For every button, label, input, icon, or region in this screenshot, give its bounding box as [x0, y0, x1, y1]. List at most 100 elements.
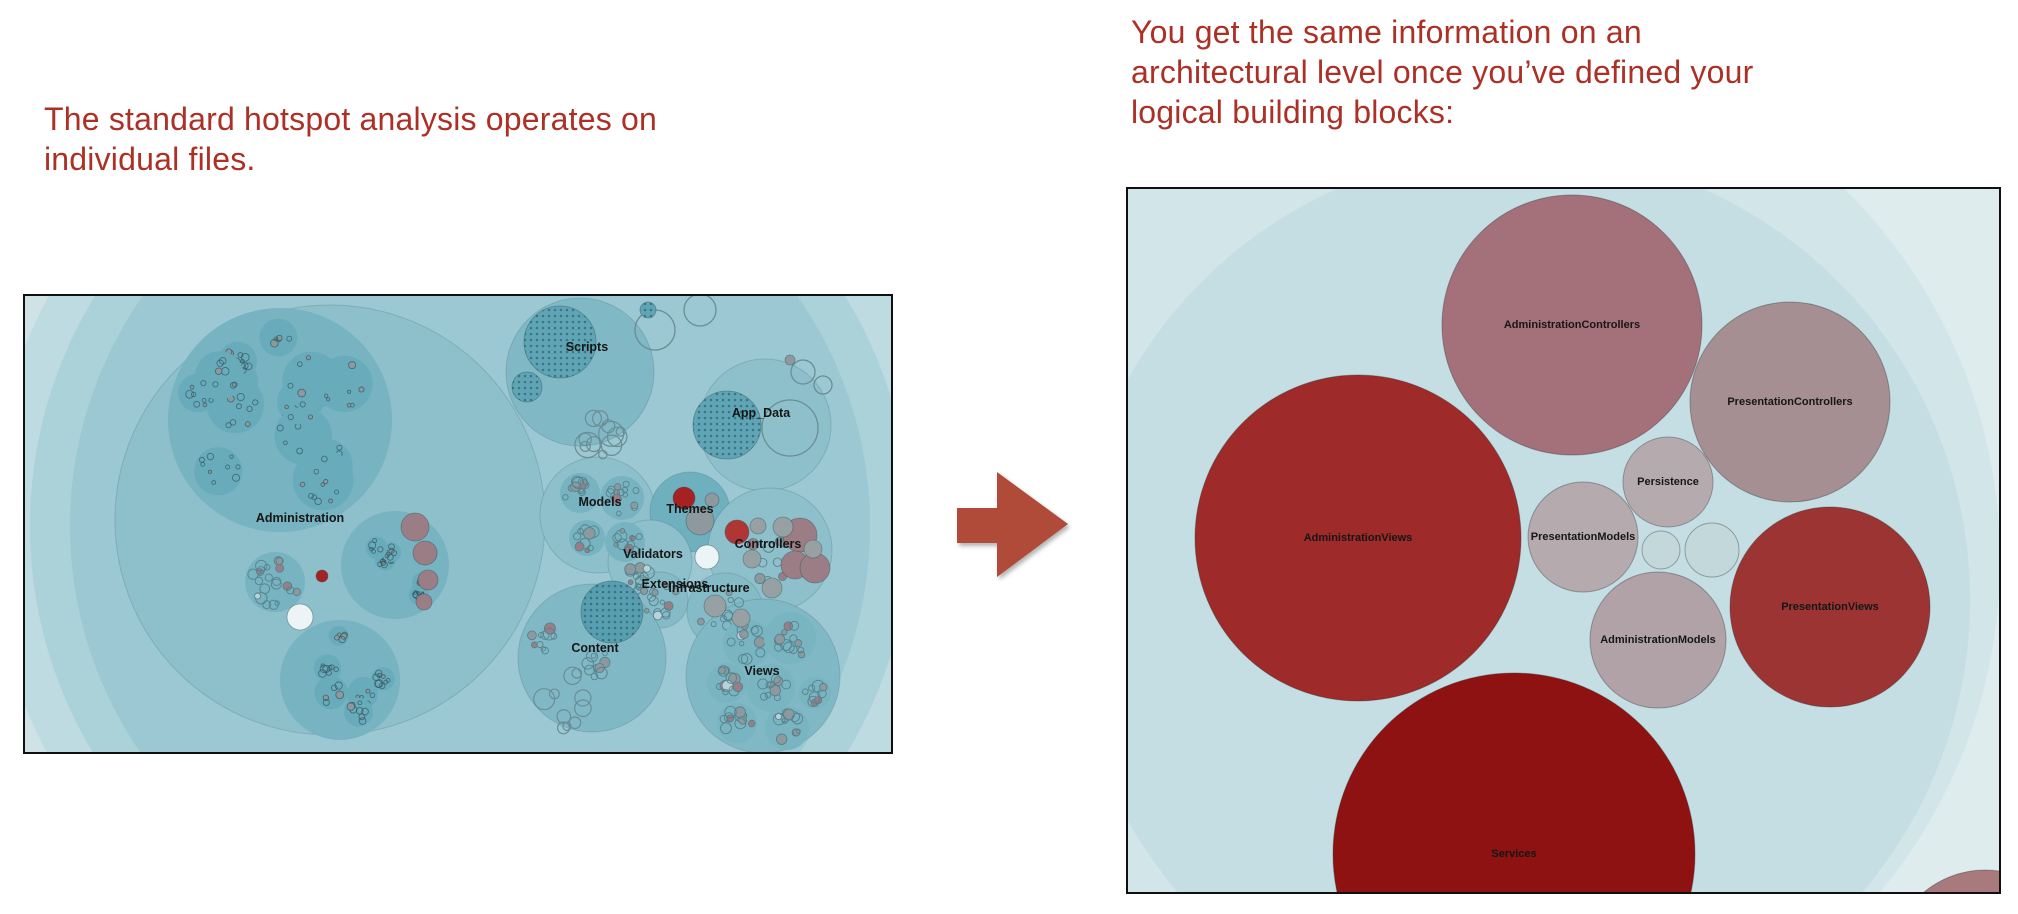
- file-circle: [742, 549, 762, 569]
- file-circle: [297, 361, 303, 367]
- left-heading-line-1: The standard hotspot analysis operates o…: [44, 101, 658, 137]
- file-circle: [297, 388, 307, 398]
- file-circle: [533, 688, 556, 711]
- file-circle: [774, 633, 786, 645]
- dotted-overlay: [693, 391, 761, 459]
- file-circle: [232, 473, 241, 482]
- transform-arrow-icon: [957, 472, 1068, 577]
- file-circle: [207, 469, 213, 474]
- file-circle: [236, 392, 245, 402]
- file-circle: [738, 640, 745, 647]
- cluster-circle: [723, 619, 771, 667]
- file-circle: [578, 432, 592, 447]
- file-circle: [694, 544, 720, 570]
- file-circle: [321, 455, 328, 463]
- file-circle: [740, 653, 753, 665]
- file-circle: [791, 712, 804, 725]
- file-circle: [390, 549, 398, 557]
- file-circle: [365, 688, 371, 694]
- file-circle: [412, 590, 418, 595]
- file-circle: [590, 672, 599, 681]
- file-circle: [591, 410, 609, 427]
- file-circle: [574, 431, 601, 459]
- file-circle: [412, 540, 438, 566]
- file-circle: [784, 354, 796, 366]
- file-circle: [755, 647, 766, 658]
- file-circle: [246, 405, 253, 413]
- file-circle: [611, 493, 622, 505]
- file-circle: [371, 548, 376, 554]
- file-circle: [335, 690, 345, 700]
- file-circle: [556, 721, 571, 735]
- file-circle: [747, 538, 760, 551]
- group-label: Content: [571, 641, 619, 655]
- file-circle: [358, 717, 367, 725]
- file-circle: [388, 543, 395, 551]
- file-circle: [616, 510, 622, 517]
- module-label: Services: [1491, 848, 1536, 860]
- file-circle: [717, 666, 726, 675]
- file-circle: [355, 707, 364, 715]
- file-circle: [377, 546, 384, 553]
- file-circle: [703, 594, 727, 618]
- file-circle: [614, 483, 622, 491]
- file-circle: [189, 384, 195, 390]
- file-circle: [372, 538, 378, 544]
- file-circle: [263, 563, 271, 571]
- hotspot-circle: [315, 569, 329, 583]
- file-circle: [732, 681, 744, 693]
- file-circle: [229, 419, 237, 426]
- file-circle: [328, 498, 334, 504]
- file-circle: [760, 692, 768, 701]
- group-label: Controllers: [735, 537, 802, 551]
- file-circle: [586, 650, 598, 663]
- file-circle: [185, 389, 194, 399]
- file-circle: [320, 482, 326, 487]
- file-circle: [333, 666, 339, 672]
- file-circle: [775, 733, 788, 745]
- file-circle: [778, 571, 788, 582]
- file-circle: [214, 367, 223, 375]
- file-circle: [739, 629, 749, 639]
- file-circle: [643, 607, 650, 614]
- file-circle: [252, 399, 259, 406]
- file-circle: [632, 573, 640, 580]
- file-circle: [313, 468, 320, 475]
- file-circle: [307, 414, 314, 420]
- module-label: AdministrationControllers: [1504, 319, 1640, 331]
- file-circle: [543, 627, 556, 641]
- module-circle-AdministrationControllers: [1441, 194, 1703, 456]
- file-circle: [789, 620, 800, 631]
- file-circle: [276, 424, 284, 432]
- file-circle: [323, 393, 329, 399]
- file-circle: [322, 664, 331, 673]
- file-circle: [346, 702, 356, 711]
- file-circle: [648, 596, 659, 607]
- file-circle: [530, 641, 538, 649]
- dotted-overlay: [581, 581, 643, 643]
- file-circle: [282, 581, 293, 591]
- file-circle: [775, 712, 783, 721]
- module-circle-PresentationControllers: [1689, 301, 1891, 503]
- file-circle: [386, 553, 394, 561]
- file-circle: [781, 717, 788, 724]
- file-circle: [308, 492, 315, 499]
- module-label: AdministrationModels: [1600, 634, 1716, 646]
- file-circle: [358, 386, 365, 393]
- file-circle: [574, 689, 592, 707]
- module-circle-Persistence: [1622, 436, 1714, 528]
- file-circle: [417, 569, 439, 591]
- file-circle: [722, 688, 729, 696]
- file-circle: [286, 586, 295, 595]
- file-circle: [630, 535, 636, 541]
- group-label: Extensions: [642, 577, 709, 591]
- file-circle: [731, 608, 751, 628]
- file-circle: [808, 684, 816, 692]
- group-label: Themes: [666, 502, 713, 516]
- file-circle: [229, 454, 234, 459]
- file-circle: [202, 402, 208, 408]
- file-circle: [639, 572, 649, 582]
- file-circle: [795, 728, 801, 734]
- left-heading: The standard hotspot analysis operates o…: [44, 99, 657, 179]
